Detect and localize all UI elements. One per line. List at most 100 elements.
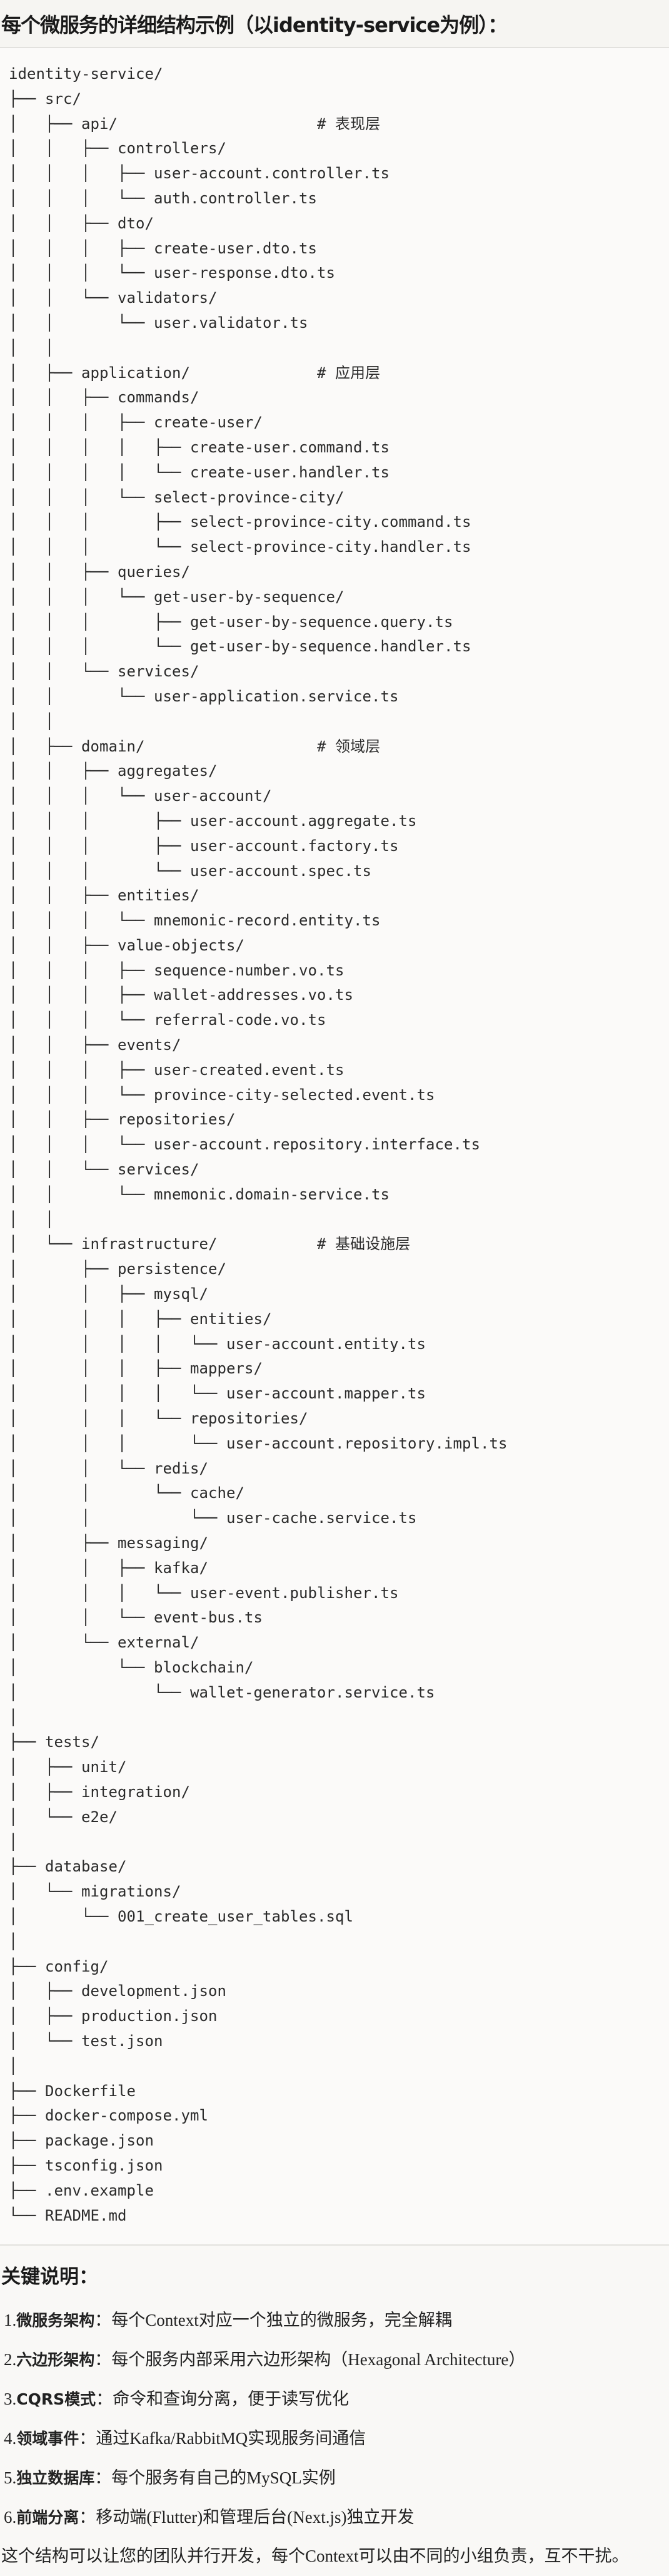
note-number: 3. — [4, 2390, 17, 2408]
tree-line: │ │ └── redis/ — [9, 1459, 208, 1477]
tree-line: │ │ ├── mysql/ — [9, 1285, 208, 1303]
note-label: 领域事件 — [16, 2430, 79, 2448]
note-item: 6.前端分离：移动端(Flutter)和管理后台(Next.js)独立开发 — [1, 2498, 669, 2537]
tree-line: ├── .env.example — [9, 2181, 154, 2199]
note-label: 独立数据库 — [16, 2469, 95, 2487]
tree-line: │ └── test.json — [9, 2032, 163, 2050]
tree-line: │ └── wallet-generator.service.ts — [9, 1683, 435, 1701]
note-number: 5. — [4, 2468, 17, 2487]
tree-line: │ │ └── cache/ — [9, 1484, 244, 1502]
tree-line: │ │ └── services/ — [9, 663, 199, 681]
tree-line: │ │ ├── kafka/ — [9, 1559, 208, 1577]
tree-line: │ │ │ │ ├── create-user.command.ts — [9, 438, 390, 456]
tree-line: │ │ │ ├── entities/ — [9, 1310, 272, 1328]
note-separator: ： — [96, 2390, 113, 2408]
tree-line: │ │ │ ├── sequence-number.vo.ts — [9, 961, 345, 979]
note-label: 六边形架构 — [16, 2351, 95, 2369]
tree-line: ├── config/ — [9, 1957, 109, 1975]
tree-line: │ ├── unit/ — [9, 1758, 127, 1776]
note-number: 4. — [4, 2429, 17, 2448]
tree-line: │ │ └── user-cache.service.ts — [9, 1509, 417, 1527]
tree-line: │ │ │ ├── user-account.controller.ts — [9, 165, 390, 183]
tree-line: │ │ │ ├── get-user-by-sequence.query.ts — [9, 613, 453, 631]
tree-line: │ │ │ └── user-account.repository.interf… — [9, 1136, 480, 1154]
note-label: CQRS模式 — [16, 2390, 96, 2408]
tree-line: │ │ │ └── get-user-by-sequence/ — [9, 588, 345, 606]
tree-line: │ ├── api/ # 表现层 — [9, 115, 381, 133]
note-number: 1. — [4, 2311, 17, 2329]
tree-line: │ └── 001_create_user_tables.sql — [9, 1907, 353, 1925]
tree-line: │ ├── domain/ # 领域层 — [9, 737, 381, 755]
tree-line: │ — [9, 1708, 18, 1726]
tree-line: │ │ ├── queries/ — [9, 563, 190, 581]
tree-line: │ │ │ └── referral-code.vo.ts — [9, 1011, 326, 1029]
tree-line: │ — [9, 2057, 18, 2075]
tree-line: │ │ │ ├── user-account.factory.ts — [9, 837, 399, 855]
tree-line: │ │ │ └── auth.controller.ts — [9, 189, 317, 207]
note-item: 5.独立数据库：每个服务有自己的MySQL实例 — [1, 2458, 669, 2498]
tree-line: │ │ └── user-application.service.ts — [9, 687, 399, 705]
tree-line: │ │ ├── dto/ — [9, 214, 154, 232]
tree-line: │ │ │ └── user-event.publisher.ts — [9, 1584, 399, 1602]
tree-line: │ │ │ └── mnemonic-record.entity.ts — [9, 912, 381, 930]
note-item: 1.微服务架构：每个Context对应一个独立的微服务，完全解耦 — [1, 2301, 669, 2340]
tree-line: │ └── blockchain/ — [9, 1659, 254, 1676]
tree-line: │ └── migrations/ — [9, 1883, 181, 1901]
tree-line: ├── Dockerfile — [9, 2082, 136, 2100]
tree-line: │ ├── integration/ — [9, 1783, 190, 1801]
tree-line: │ ├── messaging/ — [9, 1534, 208, 1552]
tree-line: │ │ └── mnemonic.domain-service.ts — [9, 1185, 390, 1203]
note-item: 3.CQRS模式：命令和查询分离，便于读写优化 — [1, 2380, 669, 2419]
tree-line: ├── src/ — [9, 89, 81, 108]
tree-line: │ └── infrastructure/ # 基础设施层 — [9, 1235, 411, 1253]
tree-line: │ │ ├── value-objects/ — [9, 936, 244, 954]
tree-line: │ — [9, 1833, 18, 1851]
tree-line: │ │ │ ├── select-province-city.command.t… — [9, 513, 471, 531]
note-separator: ： — [94, 2468, 112, 2487]
tree-line: │ │ ├── entities/ — [9, 887, 199, 905]
note-text: 移动端(Flutter)和管理后台(Next.js)独立开发 — [96, 2508, 415, 2527]
tree-line: │ │ │ ├── user-account.aggregate.ts — [9, 812, 417, 830]
tree-line: │ ├── persistence/ — [9, 1260, 226, 1278]
tree-line: │ │ └── event-bus.ts — [9, 1609, 263, 1627]
tree-line: │ │ │ └── user-account.spec.ts — [9, 862, 371, 880]
note-number: 6. — [4, 2508, 17, 2527]
tree-line: └── README.md — [9, 2206, 127, 2224]
note-text: 每个服务内部采用六边形架构（Hexagonal Architecture） — [111, 2350, 526, 2369]
tree-line: ├── docker-compose.yml — [9, 2107, 208, 2125]
tree-line: ├── tests/ — [9, 1733, 99, 1751]
tree-line: │ │ └── services/ — [9, 1161, 199, 1179]
key-notes-section: 关键说明： 1.微服务架构：每个Context对应一个独立的微服务，完全解耦 2.… — [0, 2246, 669, 2575]
note-separator: ： — [79, 2429, 96, 2448]
note-number: 2. — [4, 2350, 17, 2369]
tree-line: │ │ │ └── province-city-selected.event.t… — [9, 1086, 435, 1104]
tree-line: │ │ │ │ └── user-account.mapper.ts — [9, 1385, 426, 1403]
note-separator: ： — [94, 2350, 112, 2369]
note-text: 命令和查询分离，便于读写优化 — [113, 2390, 350, 2408]
tree-line: ├── package.json — [9, 2132, 154, 2150]
tree-line: │ │ │ │ └── user-account.entity.ts — [9, 1335, 426, 1353]
tree-line: │ │ │ └── get-user-by-sequence.handler.t… — [9, 638, 471, 656]
tree-line: │ │ — [9, 339, 54, 357]
tree-line: │ │ — [9, 1210, 54, 1228]
tree-line: │ └── external/ — [9, 1634, 199, 1652]
tree-line: │ │ │ └── user-account.repository.impl.t… — [9, 1434, 508, 1452]
tree-line: │ │ │ ├── create-user/ — [9, 414, 263, 432]
summary-text: 这个结构可以让您的团队并行开发，每个Context可以由不同的小组负责，互不干扰… — [1, 2547, 629, 2565]
tree-line: │ │ └── user.validator.ts — [9, 313, 308, 332]
tree-line: identity-service/ — [9, 65, 163, 83]
tree-line: │ │ │ └── select-province-city/ — [9, 488, 345, 506]
tree-line: ├── tsconfig.json — [9, 2156, 163, 2174]
tree-line: │ │ │ ├── mappers/ — [9, 1360, 263, 1378]
tree-line: │ │ │ └── select-province-city.handler.t… — [9, 538, 471, 556]
tree-line: │ │ — [9, 712, 54, 730]
notes-heading: 关键说明： — [1, 2266, 98, 2288]
note-label: 微服务架构 — [16, 2311, 95, 2329]
tree-line: │ │ │ ├── wallet-addresses.vo.ts — [9, 986, 353, 1004]
tree-line: │ │ ├── repositories/ — [9, 1111, 236, 1129]
tree-line: │ ├── development.json — [9, 1982, 226, 2000]
tree-line: │ │ └── validators/ — [9, 289, 218, 307]
note-separator: ： — [94, 2311, 112, 2329]
tree-line: │ │ │ ├── create-user.dto.ts — [9, 239, 317, 257]
